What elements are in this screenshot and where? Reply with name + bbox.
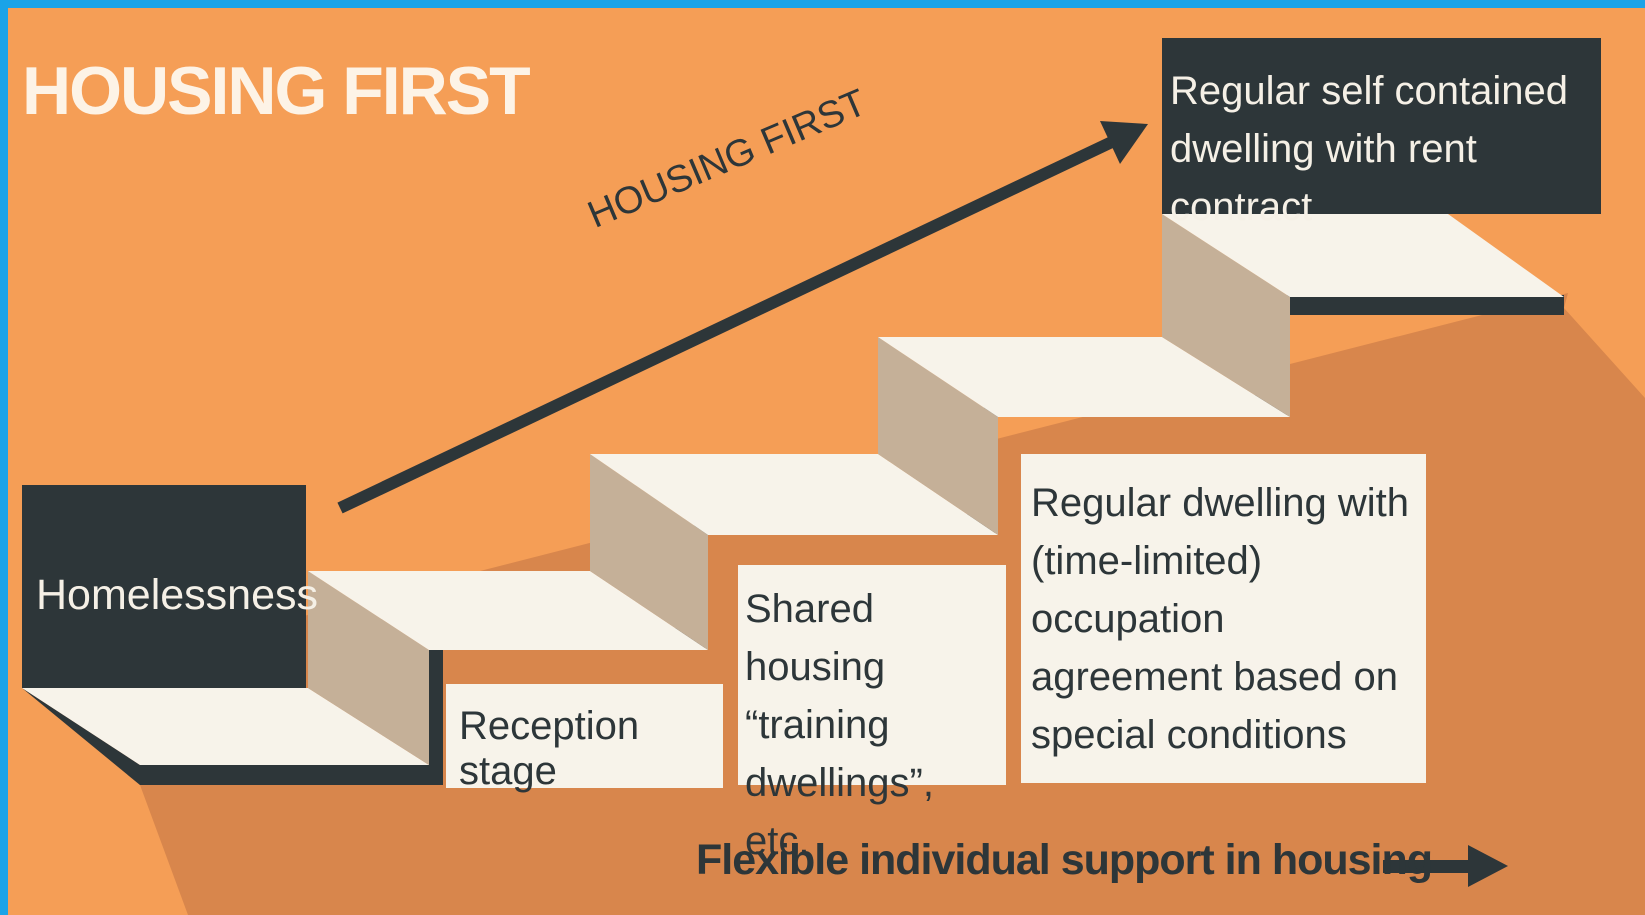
reception-stage-box: Reception stage [446, 684, 723, 793]
shared-housing-box: Shared housing “training dwellings”, etc… [738, 565, 1006, 863]
arrow-up-right-icon [337, 121, 1148, 514]
step-4-top [878, 337, 1290, 417]
step-1-top [22, 688, 429, 765]
step-5-top [1162, 214, 1564, 297]
homelessness-label: Homelessness [36, 571, 318, 619]
occupation-agreement-box: Regular dwelling with (time-limited) occ… [1021, 454, 1426, 783]
regular-dwelling-box: Regular self contained dwelling with ren… [1162, 38, 1601, 229]
arrow-right-icon [1383, 845, 1508, 887]
step-2-riser [308, 571, 429, 765]
step-3-top [590, 454, 998, 535]
step-5-riser [1162, 214, 1290, 417]
support-label: Flexible individual support in housing [696, 836, 1433, 884]
step-3-riser [590, 454, 708, 650]
diagram-canvas: HOUSING FIRST HOUSING FIRST Homelessness… [8, 8, 1645, 915]
homelessness-box: Homelessness [22, 485, 318, 688]
shared-housing-label: Shared housing “training dwellings”, etc… [745, 587, 934, 863]
regular-dwelling-label: Regular self contained dwelling with ren… [1170, 69, 1569, 229]
page-title: HOUSING FIRST [22, 53, 531, 129]
step-4-riser [878, 337, 998, 535]
step-2-top [308, 571, 708, 650]
occupation-agreement-label: Regular dwelling with (time-limited) occ… [1031, 481, 1409, 757]
reception-stage-label: Reception stage [459, 704, 640, 793]
